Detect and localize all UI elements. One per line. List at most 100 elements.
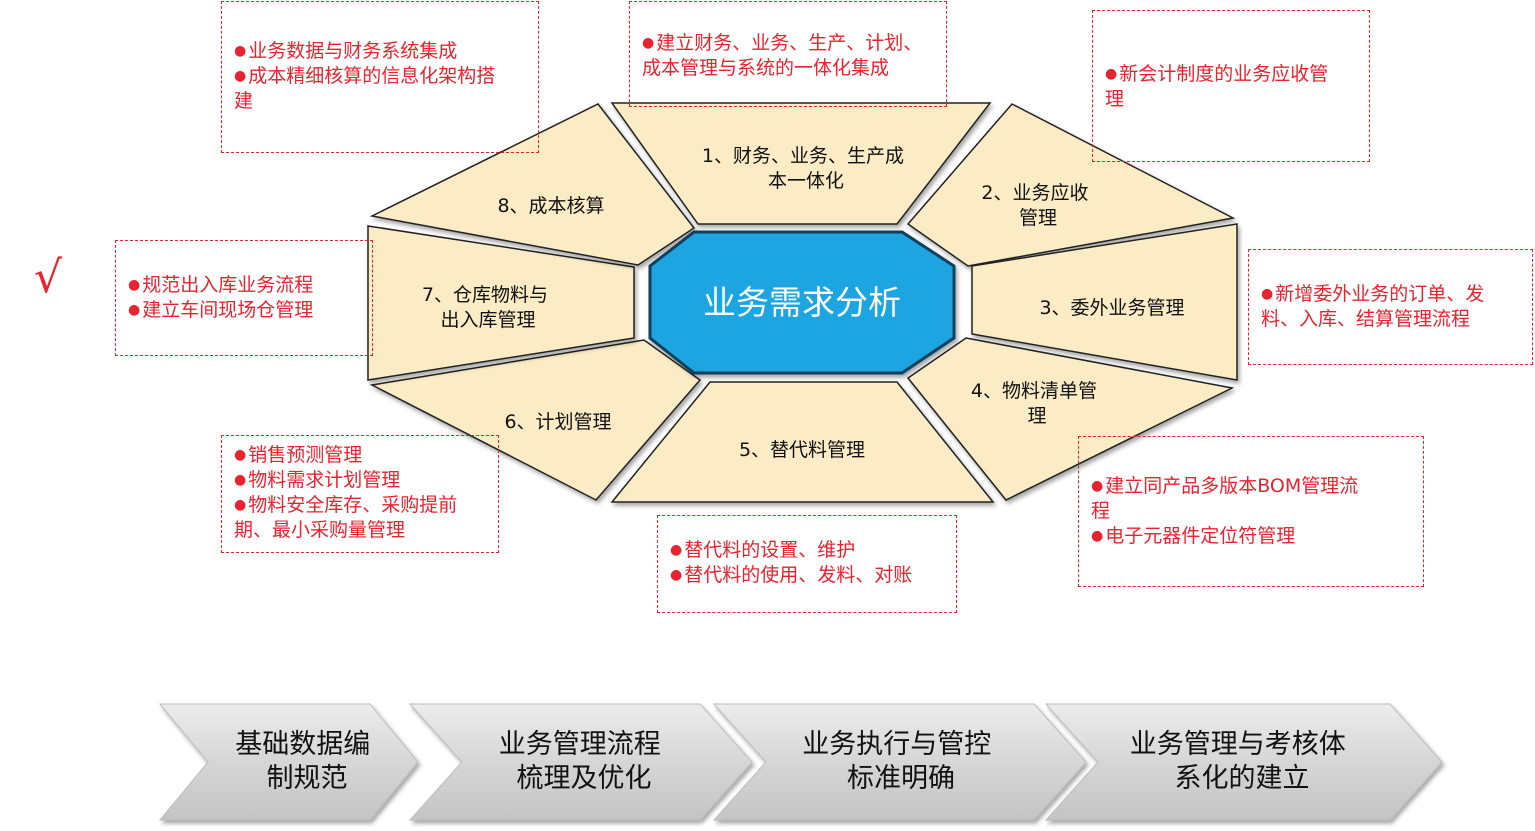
note-line-text: 料、入库、结算管理流程 (1261, 308, 1471, 330)
segment-8-label-line: 8、成本核算 (497, 195, 604, 217)
note-box-cost-accounting: ●业务数据与财务系统集成●成本精细核算的信息化架构搭建 (221, 1, 539, 153)
note-box-bom: ●建立同产品多版本BOM管理流程●电子元器件定位符管理 (1078, 436, 1424, 587)
note-line: 期、最小采购量管理 (234, 518, 486, 543)
segment-3-shape (971, 223, 1238, 381)
bullet-icon: ● (128, 302, 141, 318)
stage-3-chevron (712, 703, 1087, 821)
note-line: ●物料安全库存、采购提前 (234, 493, 486, 518)
segment-7-label-line: 7、仓库物料与 (422, 284, 548, 306)
stage-2-label-line: 梳理及优化 (517, 763, 652, 794)
note-line-text: 程 (1091, 500, 1111, 522)
note-line: ●替代料的使用、发料、对账 (670, 563, 944, 588)
note-line: ●电子元器件定位符管理 (1091, 524, 1411, 549)
segment-5-label-line: 5、替代料管理 (739, 439, 865, 461)
stage-1-chevron (158, 703, 419, 821)
stage-2-chevron (408, 703, 753, 821)
segment-2-label-line: 管理 (1019, 207, 1057, 229)
stage-2-label-line: 业务管理流程 (499, 729, 661, 760)
note-line-text: 电子元器件定位符管理 (1105, 525, 1296, 547)
bullet-icon: ● (234, 447, 247, 463)
note-line-text: 新会计制度的业务应收管 (1119, 63, 1329, 85)
note-line-text: 替代料的使用、发料、对账 (684, 564, 913, 586)
note-line: 程 (1091, 499, 1411, 524)
note-line: 理 (1105, 87, 1357, 112)
stage-3-label: 业务执行与管控 标准明确 (802, 729, 1000, 794)
note-line: ●建立同产品多版本BOM管理流 (1091, 474, 1411, 499)
note-line-text: 物料安全库存、采购提前 (248, 494, 458, 516)
segment-6-label: 6、计划管理 (504, 411, 611, 433)
segment-labels: 1、财务、业务、生产成 本一体化 2、业务应收 管理 3、委外业务管理 4、物料… (422, 145, 1185, 461)
note-line-text: 新增委外业务的订单、发 (1275, 283, 1485, 305)
note-line: ●建立财务、业务、生产、计划、 (642, 31, 934, 56)
center-label: 业务需求分析 (703, 283, 901, 322)
note-line: ●新会计制度的业务应收管 (1105, 62, 1357, 87)
segment-6-shape (369, 339, 702, 501)
note-line: ●规范出入库业务流程 (128, 273, 360, 298)
segment-4-shape (906, 337, 1235, 501)
note-line-text: 成本精细核算的信息化架构搭 (248, 65, 496, 87)
note-line: 建 (234, 89, 526, 114)
bullet-icon: ● (1105, 66, 1118, 82)
note-box-warehouse: ●规范出入库业务流程●建立车间现场仓管理 (115, 240, 373, 356)
note-box-substitute: ●替代料的设置、维护●替代料的使用、发料、对账 (657, 515, 957, 613)
note-line-text: 业务数据与财务系统集成 (248, 40, 458, 62)
note-line: ●物料需求计划管理 (234, 468, 486, 493)
stage-labels: 基础数据编 制规范 业务管理流程 梳理及优化 业务执行与管控 标准明确 业务管理… (235, 729, 1355, 794)
segment-4-label-line: 4、物料清单管 (971, 380, 1097, 402)
segment-2-shape (906, 103, 1236, 267)
stage-3-label-line: 业务执行与管控 (802, 729, 991, 760)
bullet-icon: ● (234, 43, 247, 59)
note-line: ●新增委外业务的订单、发 (1261, 282, 1520, 307)
segment-2-label-line: 2、业务应收 (981, 182, 1088, 204)
note-line-text: 物料需求计划管理 (248, 469, 401, 491)
segment-2-label: 2、业务应收 管理 (981, 182, 1094, 229)
segment-7-label-line: 出入库管理 (440, 309, 535, 331)
stage-4-label: 业务管理与考核体 系化的建立 (1130, 729, 1355, 794)
bullet-icon: ● (670, 542, 683, 558)
bullet-icon: ● (1261, 286, 1274, 302)
bullet-icon: ● (128, 277, 141, 293)
stage-1-label: 基础数据编 制规范 (235, 729, 379, 794)
bullet-icon: ● (1091, 478, 1104, 494)
note-line-text: 建立同产品多版本BOM管理流 (1105, 475, 1359, 497)
note-line-text: 理 (1105, 88, 1125, 110)
note-line: 料、入库、结算管理流程 (1261, 307, 1520, 332)
note-line: ●成本精细核算的信息化架构搭 (234, 64, 526, 89)
segment-1-label-line: 本一体化 (768, 170, 844, 192)
segment-3-label-line: 3、委外业务管理 (1039, 297, 1184, 319)
note-box-planning: ●销售预测管理●物料需求计划管理●物料安全库存、采购提前期、最小采购量管理 (221, 435, 499, 553)
stage-4-label-line: 业务管理与考核体 (1130, 729, 1346, 760)
note-line-text: 销售预测管理 (248, 444, 363, 466)
note-line-text: 期、最小采购量管理 (234, 519, 406, 541)
note-line-text: 成本管理与系统的一体化集成 (642, 57, 890, 79)
segment-3-label: 3、委外业务管理 (1039, 297, 1184, 319)
segment-6-label-line: 6、计划管理 (504, 411, 611, 433)
bullet-icon: ● (1091, 528, 1104, 544)
stage-chevrons (158, 703, 1443, 821)
note-line-text: 建 (234, 90, 254, 112)
note-line-text: 建立财务、业务、生产、计划、 (656, 32, 923, 54)
segment-7-label: 7、仓库物料与 出入库管理 (422, 284, 554, 331)
segment-5-shape (610, 381, 995, 503)
note-box-outsourcing: ●新增委外业务的订单、发料、入库、结算管理流程 (1248, 249, 1533, 365)
note-line: ●替代料的设置、维护 (670, 538, 944, 563)
bullet-icon: ● (670, 567, 683, 583)
segment-1-label-line: 1、财务、业务、生产成 (702, 145, 904, 167)
segment-1-label: 1、财务、业务、生产成 本一体化 (702, 145, 910, 192)
note-box-receivables: ●新会计制度的业务应收管理 (1092, 10, 1370, 162)
bullet-icon: ● (234, 472, 247, 488)
segment-8-label: 8、成本核算 (497, 195, 604, 217)
stage-4-chevron (1044, 703, 1443, 821)
note-line: ●建立车间现场仓管理 (128, 298, 360, 323)
bullet-icon: ● (234, 68, 247, 84)
segment-4-label-line: 理 (1027, 405, 1046, 427)
segment-7-shape (367, 225, 635, 381)
stage-3-label-line: 标准明确 (847, 763, 955, 794)
stage-2-label: 业务管理流程 梳理及优化 (499, 729, 670, 794)
note-line-text: 规范出入库业务流程 (142, 274, 314, 296)
octagon-segments (367, 102, 1238, 503)
note-line: 成本管理与系统的一体化集成 (642, 56, 934, 81)
stage-1-label-line: 基础数据编 (235, 729, 370, 760)
segment-4-label: 4、物料清单管 理 (971, 380, 1103, 427)
